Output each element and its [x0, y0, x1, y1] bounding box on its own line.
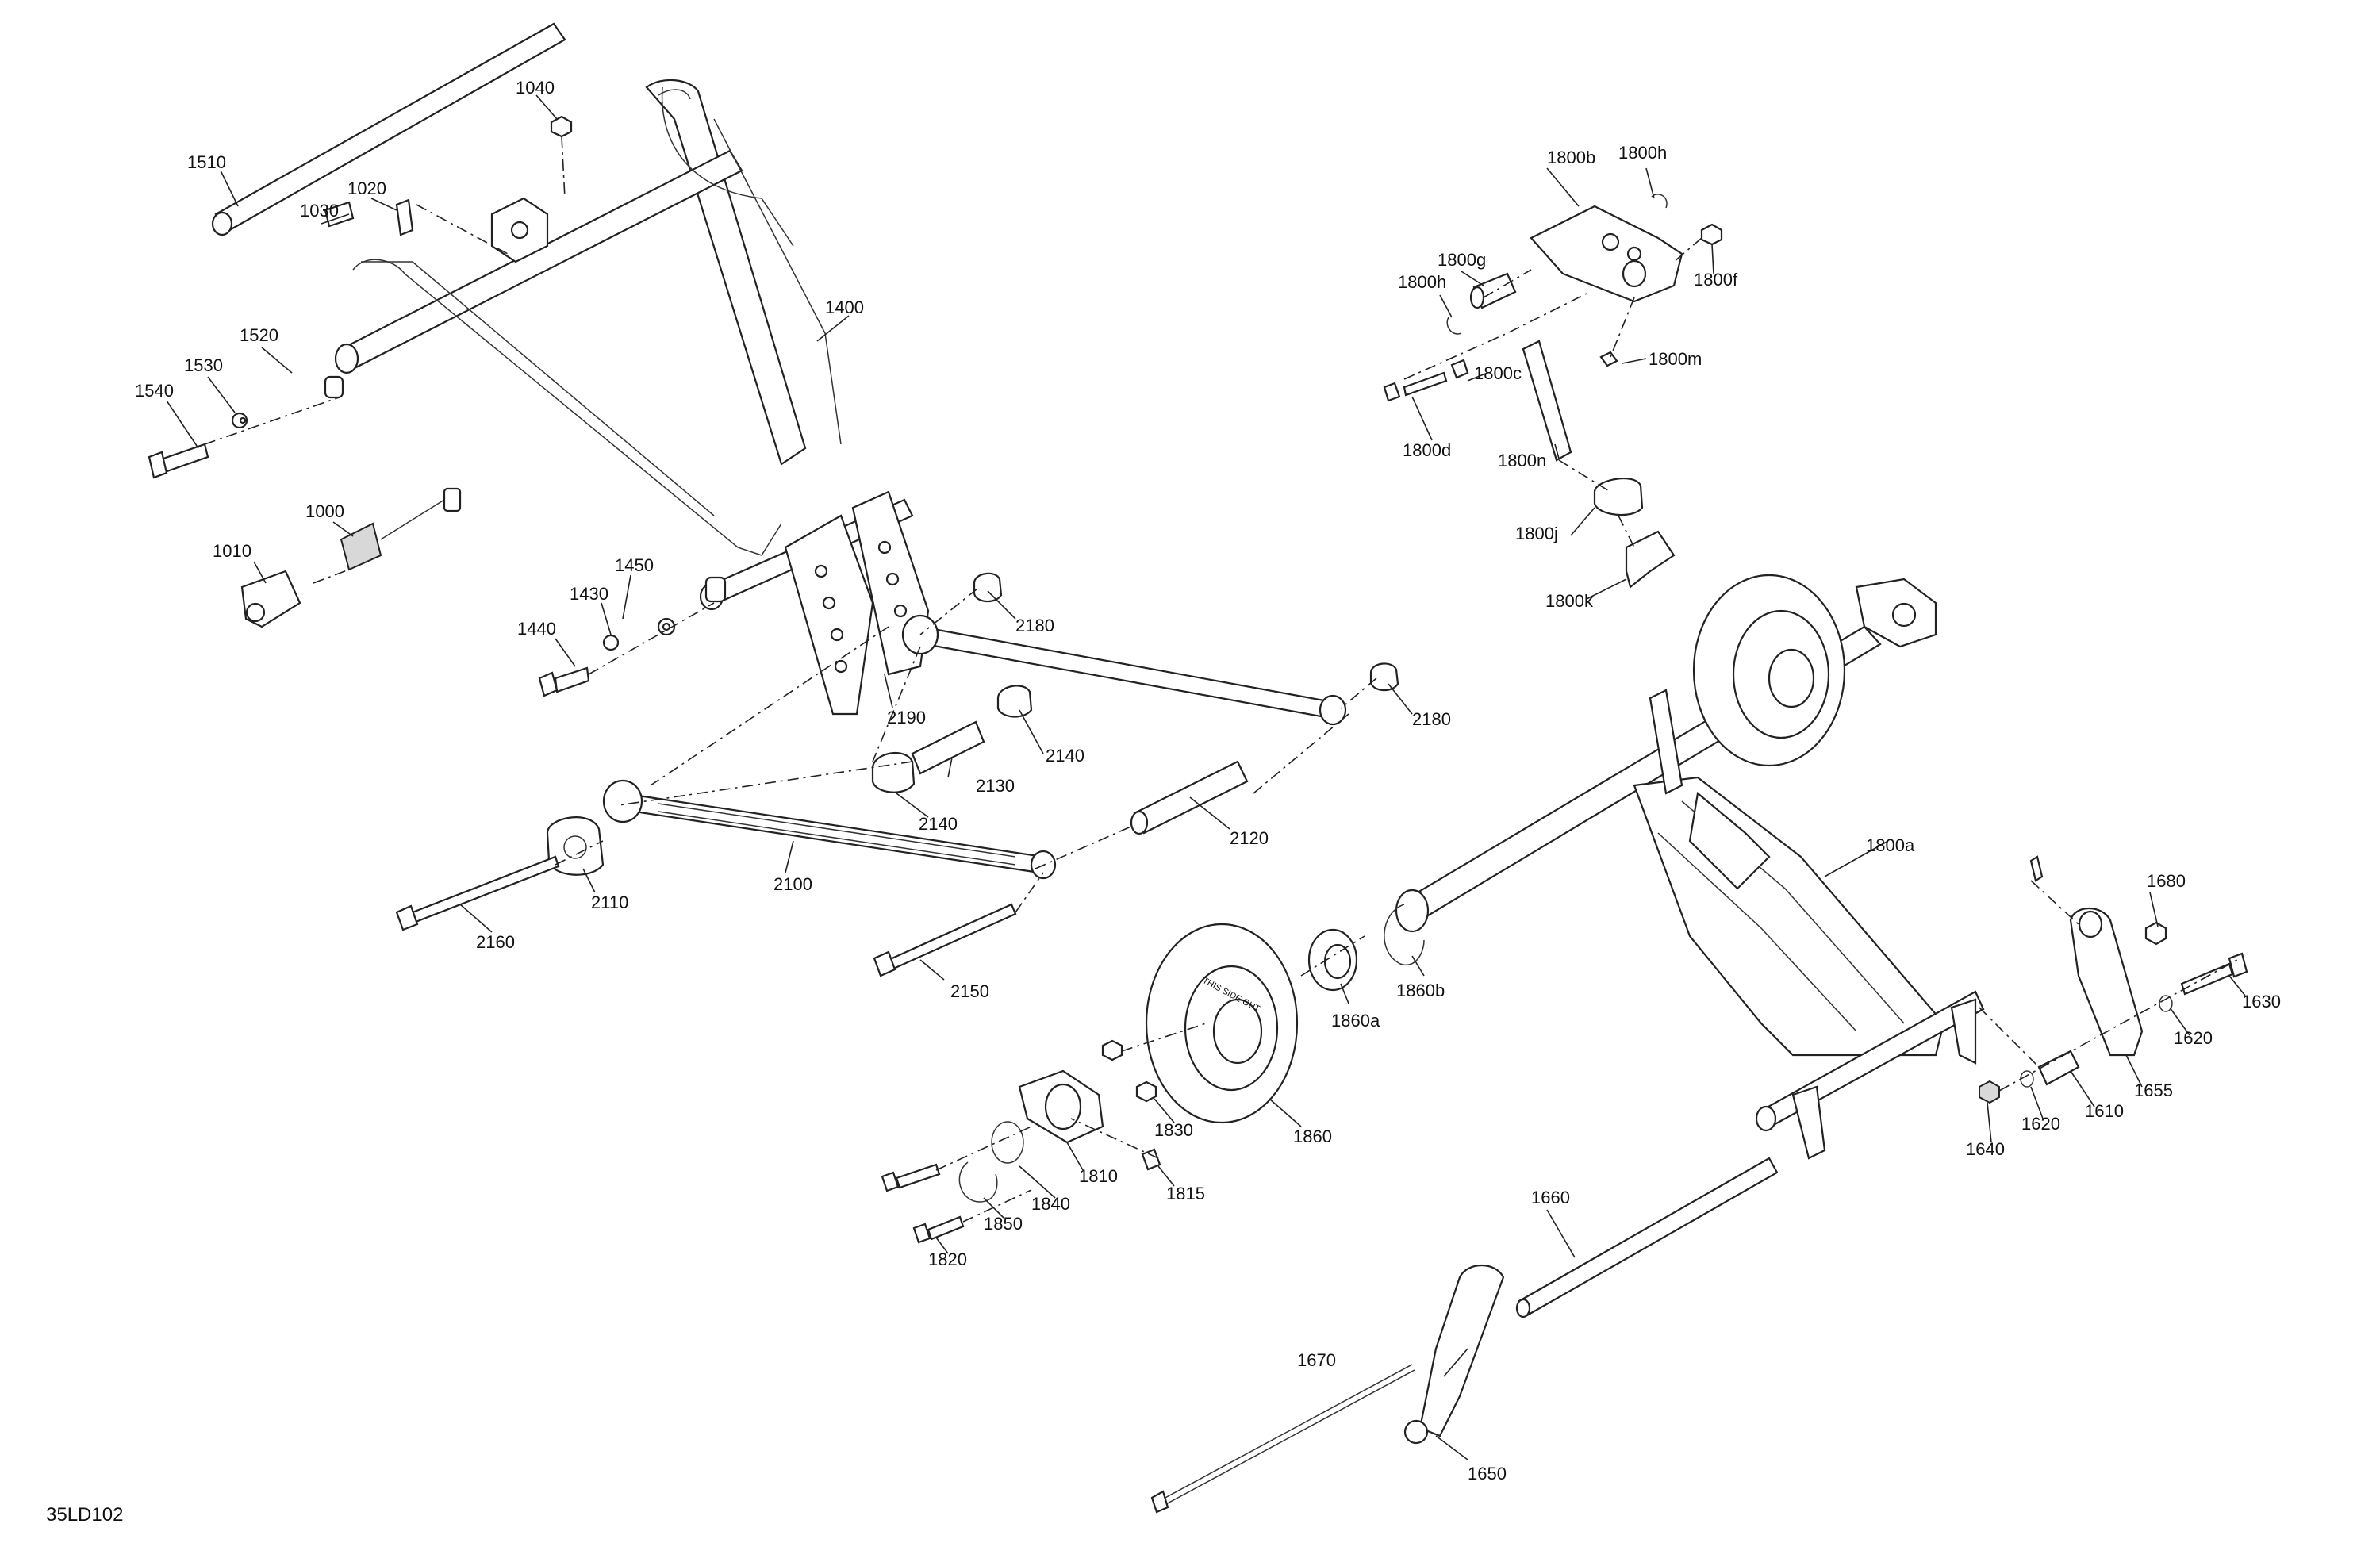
callout-1800d: 1800d: [1403, 440, 1451, 460]
callout-1520: 1520: [240, 325, 278, 345]
callout-1800n: 1800n: [1498, 451, 1546, 470]
rear-arm-assembly: [1395, 574, 1985, 1160]
callout-1800j: 1800j: [1515, 524, 1558, 543]
callout-1800m: 1800m: [1649, 349, 1702, 369]
callout-1800k: 1800k: [1545, 591, 1594, 611]
front-arm-assembly: [148, 22, 930, 716]
callout-2130: 2130: [976, 776, 1015, 796]
callout-2140-lower: 2140: [919, 814, 958, 834]
callout-1800g: 1800g: [1438, 250, 1486, 270]
callout-2140-upper: 2140: [1046, 746, 1084, 766]
callout-1540: 1540: [135, 381, 174, 401]
callout-1655: 1655: [2134, 1080, 2173, 1100]
callout-2110: 2110: [591, 892, 628, 912]
callout-1860b: 1860b: [1396, 981, 1445, 1000]
callout-1800c: 1800c: [1474, 363, 1522, 383]
callout-1810: 1810: [1079, 1166, 1118, 1186]
figure-code: 35LD102: [46, 1504, 123, 1526]
leader-lines: [166, 94, 2246, 1460]
callout-2150: 2150: [950, 981, 989, 1001]
callout-1800b: 1800b: [1547, 148, 1595, 167]
callout-1010: 1010: [213, 541, 251, 561]
callout-1670: 1670: [1297, 1350, 1336, 1370]
callout-1530: 1530: [184, 355, 223, 375]
callout-1800h-top: 1800h: [1618, 143, 1667, 163]
callout-1020: 1020: [347, 178, 386, 198]
callout-2190: 2190: [887, 708, 926, 727]
callout-1620-right: 1620: [2174, 1028, 2213, 1048]
callout-1450: 1450: [615, 555, 654, 575]
callout-1630: 1630: [2242, 992, 2281, 1011]
callout-2100: 2100: [774, 874, 812, 894]
pivot-bracket-assembly: [1383, 194, 1723, 589]
callout-2180-upper: 2180: [1015, 616, 1054, 635]
callout-1850: 1850: [984, 1214, 1023, 1234]
callout-1800h-left: 1800h: [1398, 272, 1446, 292]
callout-1510: 1510: [187, 152, 226, 172]
callout-1820: 1820: [928, 1249, 967, 1269]
callout-1640: 1640: [1966, 1139, 2005, 1159]
idler-wheel-assembly: THIS SIDE OUT: [881, 904, 1425, 1244]
callout-1650: 1650: [1468, 1464, 1507, 1484]
callout-1430: 1430: [570, 584, 608, 604]
callout-1660: 1660: [1531, 1188, 1570, 1207]
callout-1620-left: 1620: [2021, 1114, 2060, 1134]
callout-1030: 1030: [300, 201, 339, 221]
assembly-lines: [204, 136, 2238, 1223]
callout-1800f: 1800f: [1694, 270, 1738, 290]
callout-2180-lower: 2180: [1412, 709, 1451, 729]
callout-1400: 1400: [825, 297, 864, 317]
callout-1860a: 1860a: [1331, 1011, 1380, 1031]
callout-1840: 1840: [1031, 1194, 1070, 1214]
callout-1830: 1830: [1154, 1120, 1193, 1140]
part-callouts: 1510 1030 1020 1040 1400 1520 1530 1540 …: [135, 78, 2281, 1484]
callout-1860: 1860: [1293, 1127, 1332, 1146]
callout-2160: 2160: [476, 932, 515, 952]
callout-1000: 1000: [305, 501, 344, 521]
lower-arm-hardware: [1150, 855, 2248, 1514]
callout-1040: 1040: [516, 78, 555, 98]
callout-1800a: 1800a: [1866, 835, 1915, 855]
callout-1680: 1680: [2147, 871, 2186, 891]
callout-1610: 1610: [2085, 1101, 2124, 1121]
callout-1815: 1815: [1166, 1184, 1205, 1203]
callout-2120: 2120: [1230, 828, 1269, 848]
callout-1440: 1440: [517, 619, 556, 639]
